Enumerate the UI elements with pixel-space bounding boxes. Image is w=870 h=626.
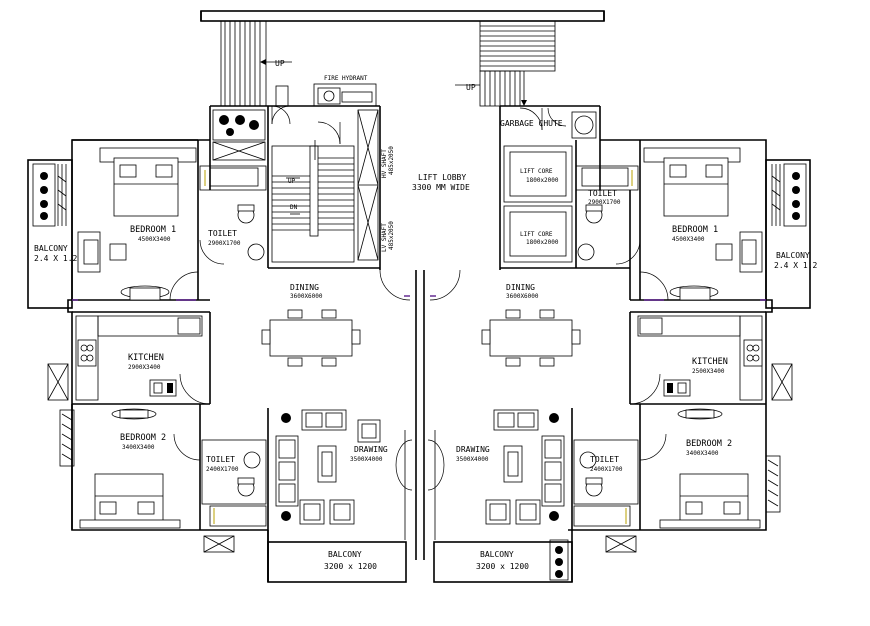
label-right-balcony-front-size: 3200 x 1200	[476, 562, 529, 571]
label-up-left: UP	[275, 59, 285, 68]
label-lv-shaft-size: 485x2050	[388, 221, 395, 250]
label-right-bedroom2: BEDROOM 2	[686, 439, 732, 449]
label-left-bedroom1: BEDROOM 1	[130, 225, 176, 235]
label-lift-core-1: LIFT CORE	[520, 168, 553, 175]
label-up-right: UP	[466, 83, 476, 92]
label-right-balcony-front: BALCONY	[480, 550, 514, 559]
label-left-drawing-size: 3500X4000	[350, 456, 383, 463]
label-left-kitchen-size: 2900X3400	[128, 364, 161, 371]
label-left-balcony-side: BALCONY	[34, 244, 68, 253]
label-left-balcony-front: BALCONY	[328, 550, 362, 559]
label-hv-shaft-size: 485x2050	[388, 146, 395, 175]
label-right-kitchen-size: 2500X3400	[692, 368, 725, 375]
label-stair-up: UP	[288, 178, 296, 185]
label-right-drawing-size: 3500X4000	[456, 456, 489, 463]
label-left-dining: DINING	[290, 283, 319, 292]
label-lv-shaft: LV SHAFT	[381, 223, 388, 252]
label-right-kitchen: KITCHEN	[692, 357, 728, 367]
label-left-drawing: DRAWING	[354, 445, 388, 454]
label-lift-lobby: LIFT LOBBY	[418, 173, 466, 182]
label-right-balcony-side: BALCONY	[776, 251, 810, 260]
core-stairs-top	[200, 10, 605, 107]
label-right-drawing: DRAWING	[456, 445, 490, 454]
label-left-toilet1: TOILET	[208, 229, 237, 238]
label-left-balcony-front-size: 3200 x 1200	[324, 562, 377, 571]
label-left-toilet1-size: 2900X1700	[208, 240, 241, 247]
labels: UP UP FIRE HYDRANT GARBAGE CHUTE UP DN H…	[34, 59, 818, 571]
label-right-toilet1: TOILET	[588, 189, 617, 198]
label-left-dining-size: 3600X6000	[290, 293, 323, 300]
label-lift-core-1-size: 1800x2000	[526, 177, 559, 184]
label-left-toilet2-size: 2400X1700	[206, 466, 239, 473]
label-right-dining: DINING	[506, 283, 535, 292]
right-unit	[433, 139, 811, 583]
label-right-toilet2-size: 2400X1700	[590, 466, 623, 473]
label-lift-core-2-size: 1800x2000	[526, 239, 559, 246]
label-left-bedroom2-size: 3400X3400	[122, 444, 155, 451]
label-hv-shaft: HV SHAFT	[381, 149, 388, 178]
label-lift-lobby-width: 3300 MM WIDE	[412, 183, 470, 192]
label-fire-hydrant: FIRE HYDRANT	[324, 75, 368, 82]
label-right-balcony-side-size: 2.4 X 1.2	[774, 261, 818, 270]
label-left-kitchen: KITCHEN	[128, 353, 164, 363]
label-right-dining-size: 3600X6000	[506, 293, 539, 300]
label-right-bedroom1-size: 4500X3400	[672, 236, 705, 243]
label-right-toilet2: TOILET	[590, 455, 619, 464]
central-core	[209, 83, 630, 270]
label-left-bedroom1-size: 4500X3400	[138, 236, 171, 243]
label-left-bedroom2: BEDROOM 2	[120, 433, 166, 443]
label-left-balcony-side-size: 2.4 X 1.2	[34, 254, 78, 263]
label-garbage-chute: GARBAGE CHUTE	[500, 119, 563, 128]
party-wall	[379, 269, 461, 560]
label-stair-dn: DN	[290, 204, 298, 211]
left-unit	[27, 139, 407, 583]
label-right-bedroom2-size: 3400X3400	[686, 450, 719, 457]
label-right-toilet1-size: 2900X1700	[588, 199, 621, 206]
label-right-bedroom1: BEDROOM 1	[672, 225, 718, 235]
label-lift-core-2: LIFT CORE	[520, 231, 553, 238]
label-left-toilet2: TOILET	[206, 455, 235, 464]
